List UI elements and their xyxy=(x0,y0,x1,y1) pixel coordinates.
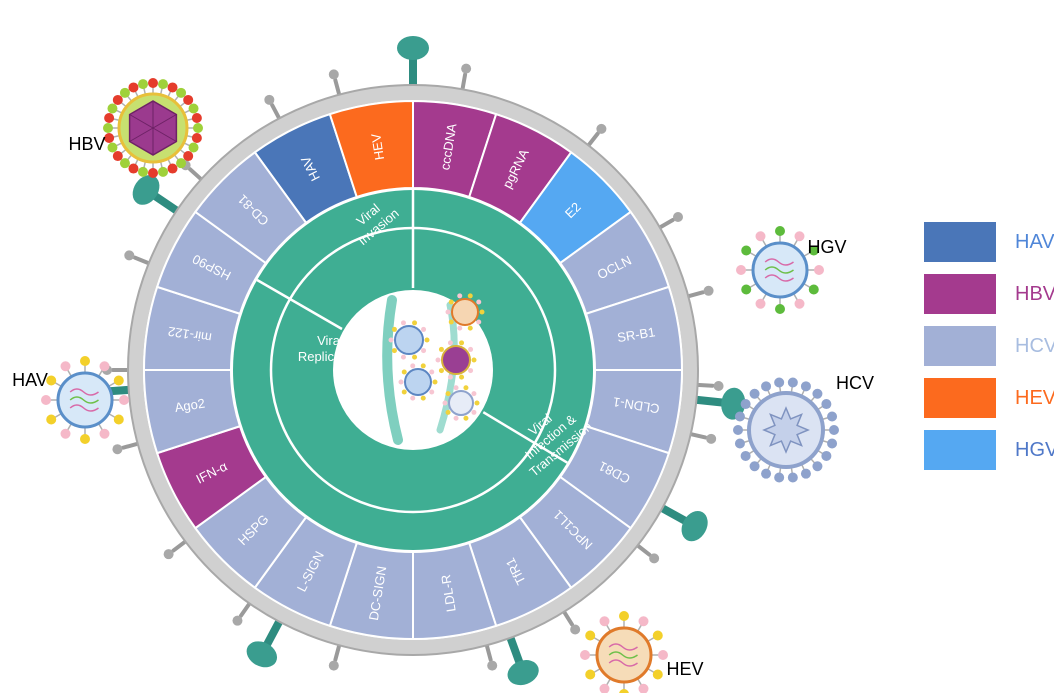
assembling-virion-icon xyxy=(398,363,438,401)
receptor-knob xyxy=(570,624,581,635)
legend-swatch-hbv xyxy=(924,274,996,314)
legend-label-hbv: HBV xyxy=(1015,282,1054,305)
receptor-knob xyxy=(713,381,724,392)
legend: HAV HBV HCV HEV HGV xyxy=(924,216,1054,476)
hav-virion-icon xyxy=(41,356,129,444)
receptor-knob xyxy=(112,444,123,455)
legend-item-hbv: HBV xyxy=(924,268,1054,320)
legend-swatch-hcv xyxy=(924,326,996,366)
central-illustration xyxy=(333,290,493,450)
replicating-virion-icon xyxy=(388,320,430,360)
stage-divider xyxy=(482,411,568,464)
legend-label-hev: HEV xyxy=(1015,386,1054,409)
hbv-virion-icon xyxy=(103,78,203,178)
legend-item-hgv: HGV xyxy=(924,424,1054,476)
ring-segment-cd-81 xyxy=(193,150,308,265)
receptor-knob xyxy=(487,660,498,671)
ring-label-cccdna: cccDNA xyxy=(437,122,459,171)
receptor-knob xyxy=(673,212,684,222)
receptor-knob xyxy=(124,250,135,261)
ring-label-ago2: Ago2 xyxy=(174,396,206,416)
legend-label-hav: HAV xyxy=(1015,230,1054,253)
hev-virion-icon xyxy=(580,611,668,693)
virus-label-hcv: HCV xyxy=(836,373,874,393)
virus-label-hbv: HBV xyxy=(68,134,105,154)
virus-label-hgv: HGV xyxy=(807,237,846,257)
legend-label-hcv: HCV xyxy=(1015,334,1054,357)
hcv-virion-icon xyxy=(442,385,480,421)
hcv-virion-icon xyxy=(733,377,839,483)
virus-label-hev: HEV xyxy=(666,659,703,679)
ring-label-mir-122: mir-122 xyxy=(167,324,213,346)
legend-swatch-hgv xyxy=(924,430,996,470)
receptor-knob xyxy=(596,123,607,134)
legend-item-hev: HEV xyxy=(924,372,1054,424)
legend-swatch-hav xyxy=(924,222,996,262)
receptor-knob xyxy=(461,63,472,74)
receptor-knob xyxy=(328,69,339,80)
receptor-knob xyxy=(706,433,717,444)
virus-label-hav: HAV xyxy=(12,370,48,390)
receptor-knob xyxy=(703,285,714,296)
receptor-knob xyxy=(328,660,339,671)
hbv-virion-icon xyxy=(435,340,477,380)
hgv-virion-icon xyxy=(736,226,824,314)
ring-label-sr-b1: SR-B1 xyxy=(616,324,656,345)
stage-label-viral-infection-transmission: ViralInfection &Transmission xyxy=(506,394,595,479)
receptor-knob xyxy=(163,549,174,560)
legend-swatch-hev xyxy=(924,378,996,418)
receptor-knob xyxy=(232,615,243,626)
stage-divider xyxy=(256,278,343,331)
receptor-knob xyxy=(264,94,275,105)
legend-label-hgv: HGV xyxy=(1015,438,1054,461)
virus-particles: HBV HGV HAV HCV HEV xyxy=(12,78,874,693)
legend-item-hav: HAV xyxy=(924,216,1054,268)
legend-item-hcv: HCV xyxy=(924,320,1054,372)
hev-virion-icon xyxy=(445,293,485,331)
ring-label-ldl-r: LDL-R xyxy=(438,573,459,612)
ring-label-hev: HEV xyxy=(368,132,387,161)
receptor-knob xyxy=(649,553,660,564)
er-membrane xyxy=(382,295,403,445)
ring-label-cldn-1: CLDN-1 xyxy=(612,394,661,416)
